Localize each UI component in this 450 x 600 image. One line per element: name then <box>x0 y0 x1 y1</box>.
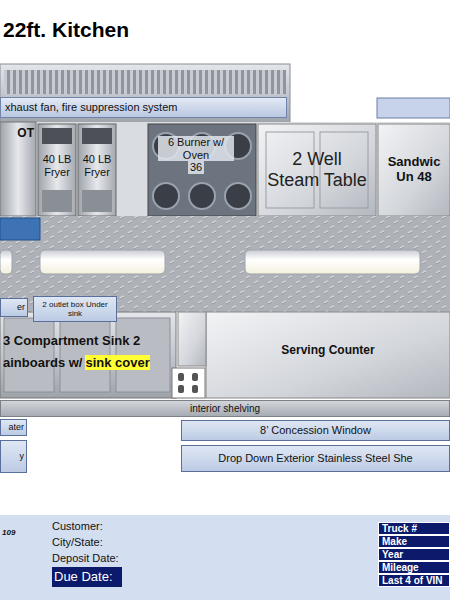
range-box: 6 Burner w/ Oven36 <box>158 128 234 182</box>
form-label: Customer: <box>52 520 103 533</box>
counter-box: Serving Counter <box>206 340 450 362</box>
table-cell: Year <box>378 548 450 561</box>
box-text: OT <box>2 127 34 141</box>
cropped-box: er <box>0 298 28 317</box>
form-label: Deposit Date: <box>52 552 119 565</box>
box-text: 40 LB Fryer <box>38 153 76 178</box>
box-text: sink cover <box>85 355 149 370</box>
outlet-box: 2 outlet box Under sink <box>33 296 117 322</box>
window-band: 8’ Concession Window <box>181 420 450 441</box>
box-text: Sandwic Un 48 <box>381 155 447 185</box>
burner-symbol <box>189 183 215 209</box>
box-text: 6 Burner w/ Oven <box>158 136 234 161</box>
table-cell: Last 4 of VIN <box>378 574 450 587</box>
box-text: 8’ Concession Window <box>182 424 449 437</box>
due-date-box: Due Date: <box>52 567 122 587</box>
box-text: ainboards w/ <box>3 355 82 370</box>
box-text: 36 <box>188 161 204 174</box>
table-cell: Mileage <box>378 561 450 574</box>
equipment-box: OT <box>0 124 36 144</box>
burner-symbol <box>153 183 179 209</box>
burner-symbol <box>225 183 251 209</box>
box-text: 2 outlet box Under sink <box>37 300 113 318</box>
table-cell: Make <box>378 535 450 548</box>
sink-box: 3 Compartment Sink 2 ainboards w/sink cov… <box>0 328 174 372</box>
box-text: 2 Well Steam Table <box>264 149 370 190</box>
box-text: Drop Down Exterior Stainless Steel She <box>182 452 449 465</box>
box-text: 40 LB Fryer <box>78 153 116 178</box>
box-text: er <box>3 302 25 312</box>
page-number: 109 <box>2 528 15 538</box>
shelf-band: Drop Down Exterior Stainless Steel She <box>181 445 450 472</box>
steam-table-box: 2 Well Steam Table <box>258 126 376 214</box>
fryer-box: 40 LB Fryer <box>78 148 116 184</box>
page-title: 22ft. Kitchen <box>3 18 129 42</box>
box-text: Serving Counter <box>206 344 450 358</box>
fryer-box: 40 LB Fryer <box>38 148 76 184</box>
shelf-band: interior shelving <box>0 400 450 417</box>
sandwich-unit-box: Sandwic Un 48 <box>378 126 450 214</box>
table-cell: Truck # <box>378 522 450 535</box>
box-text: Due Date: <box>54 570 120 585</box>
box-text: y <box>3 451 24 461</box>
box-text: interior shelving <box>1 403 449 415</box>
cropped-box: ater <box>0 419 27 436</box>
form-label: City/State: <box>52 536 103 549</box>
box-text: xhaust fan, fire suppression system <box>5 101 282 114</box>
cropped-box: y <box>0 440 27 473</box>
hood-band: xhaust fan, fire suppression system <box>0 97 287 118</box>
box-text: 3 Compartment Sink 2 <box>3 334 171 349</box>
box-text: ater <box>3 422 24 432</box>
